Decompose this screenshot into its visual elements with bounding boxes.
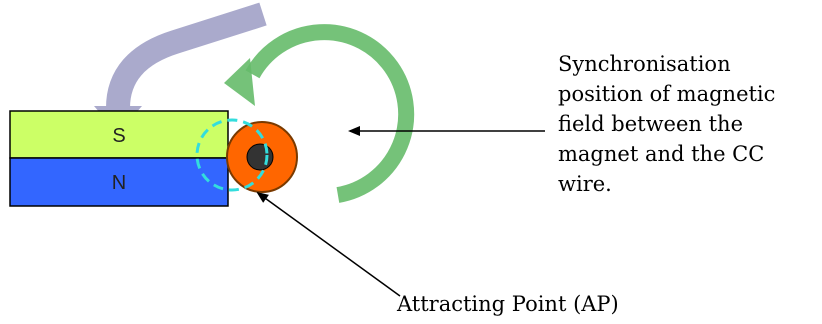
attracting-point-label: Attracting Point (AP) [396,292,619,316]
north-pole [9,157,229,207]
sync-label-line: magnet and the CC [558,142,764,166]
field-rotation-arrow [224,24,415,203]
cc-wire [226,121,298,193]
sync-position-label: Synchronisation position of magnetic fie… [558,52,782,196]
south-pole [9,110,229,159]
sync-label-line: position of magnetic [558,82,775,106]
sync-label-line: wire. [558,172,612,196]
bar-magnet: S N [9,110,229,207]
north-pole-label: N [112,172,126,194]
sync-position-circle [195,118,269,192]
ap-pointer-arrow [256,191,401,297]
sync-label-line: Synchronisation [558,52,731,76]
wire-core [246,143,274,171]
sync-label-line: field between the [558,112,743,136]
south-pole-label: S [112,125,125,147]
